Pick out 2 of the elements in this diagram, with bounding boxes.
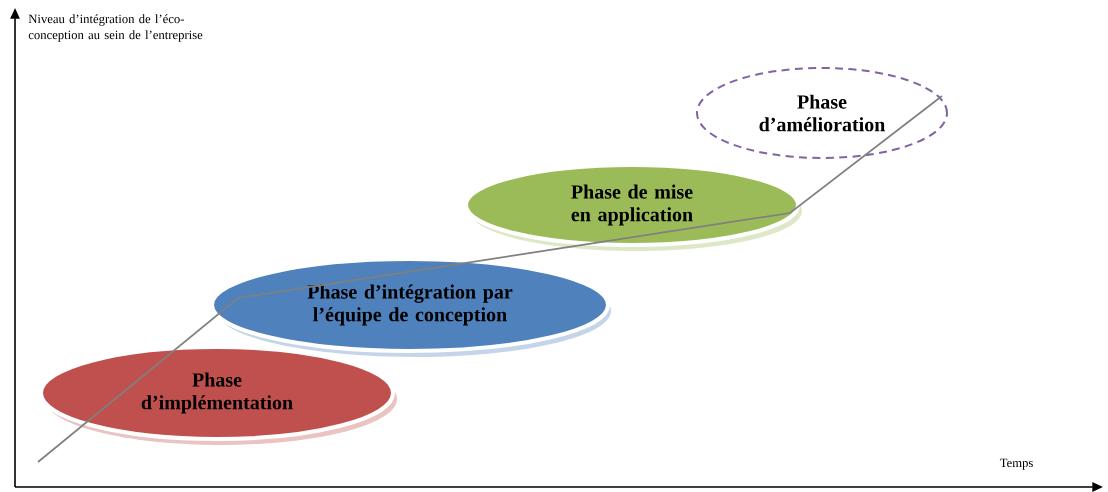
axis-label: Temps — [999, 458, 1033, 470]
axis-label: Niveau d’intégration de l’éco-conception au sein de l’entreprise — [28, 14, 203, 42]
